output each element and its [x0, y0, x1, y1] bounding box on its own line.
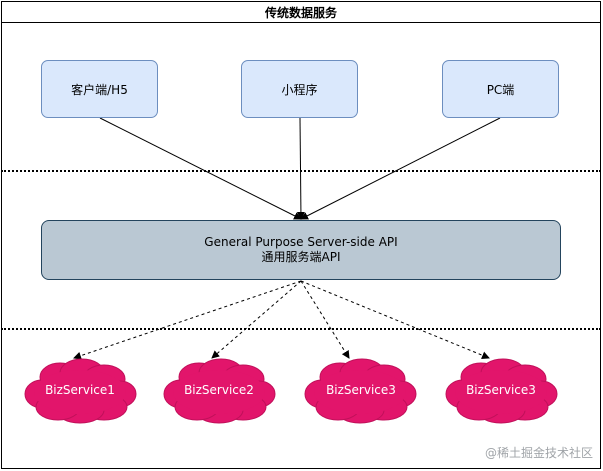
- api-gateway-label-en: General Purpose Server-side API: [204, 235, 398, 249]
- service-clouds: [24, 358, 558, 424]
- client-node-label: 客户端/H5: [71, 82, 128, 97]
- client-node-miniprogram: 小程序: [241, 60, 358, 118]
- connector-pc-to-api: [300, 117, 501, 220]
- service-label-3: BizService3: [326, 383, 396, 397]
- connector-api-to-bizservice3: [300, 280, 350, 359]
- service-cloud-1: [24, 358, 137, 424]
- cloud-core: [34, 370, 126, 414]
- service-label-1: BizService1: [45, 383, 115, 397]
- connector-client-h5-to-api: [99, 117, 302, 220]
- watermark-text: @稀土掘金技术社区: [484, 446, 593, 460]
- client-connectors: [99, 117, 501, 220]
- api-gateway-label-zh: 通用服务端API: [261, 250, 341, 264]
- client-node-pc: PC端: [442, 60, 559, 118]
- connector-api-to-bizservice3-b: [300, 280, 490, 360]
- connector-miniprogram-to-api: [296, 117, 305, 220]
- diagram-title: 传统数据服务: [2, 2, 600, 23]
- watermark: @稀土掘金技术社区: [485, 444, 593, 461]
- service-label-2: BizService2: [184, 383, 254, 397]
- service-cloud-2: [163, 358, 276, 424]
- service-connectors: [73, 280, 490, 360]
- service-cloud-4: [445, 358, 558, 424]
- api-gateway-node: General Purpose Server-side API 通用服务端API: [41, 220, 561, 280]
- connector-api-to-bizservice1: [73, 280, 302, 360]
- client-node-label: PC端: [486, 82, 515, 97]
- connector-api-to-bizservice2: [211, 280, 302, 359]
- separator-bottom: [1, 328, 601, 330]
- client-node-h5: 客户端/H5: [41, 60, 158, 118]
- service-label-4: BizService3: [466, 383, 536, 397]
- client-node-label: 小程序: [281, 82, 318, 97]
- cloud-core: [314, 370, 406, 414]
- cloud-core: [455, 370, 547, 414]
- service-cloud-3: [304, 358, 417, 424]
- cloud-core: [173, 370, 265, 414]
